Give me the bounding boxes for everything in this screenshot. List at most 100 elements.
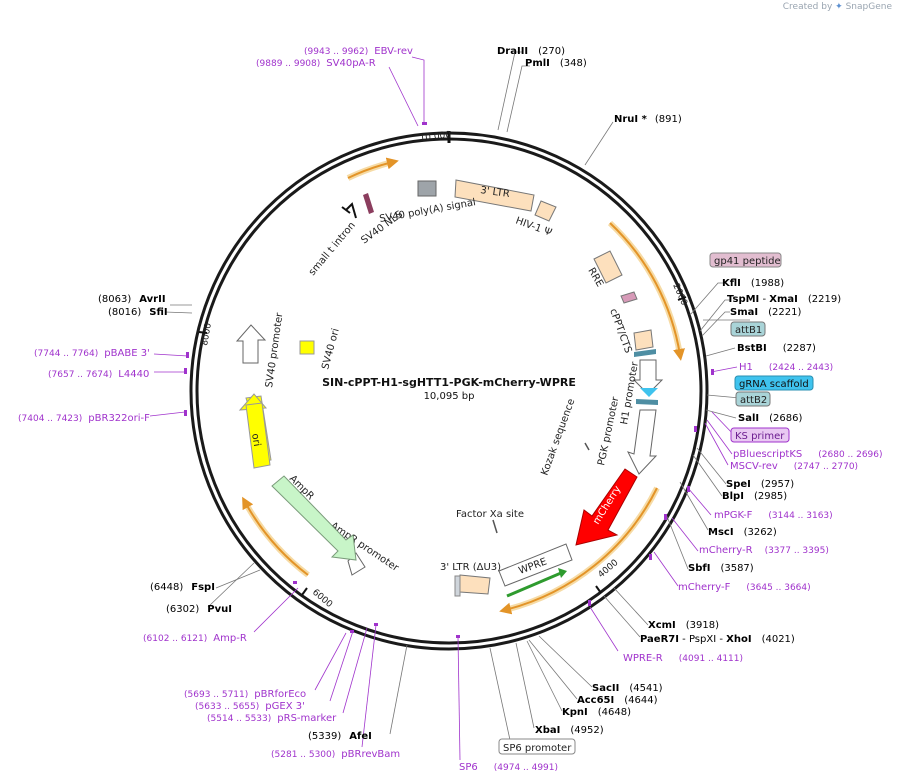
feature-sv40-nls[interactable] [363, 193, 374, 214]
feature-gp41[interactable] [620, 291, 638, 304]
enzyme-xbai[interactable]: XbaI(4952) [535, 725, 604, 736]
box-gp41 [709, 252, 782, 268]
primer-wpre-r[interactable]: WPRE-R(4091 .. 4111) [623, 653, 743, 664]
enzyme-sbfi[interactable]: SbfI(3587) [688, 563, 754, 574]
label-small-t-intron: small t intron [307, 220, 358, 278]
enzyme-blpi[interactable]: BlpI(2985) [722, 491, 787, 502]
tick-2000 [677, 296, 687, 301]
tick-4000 [595, 585, 602, 594]
enzyme-kfli[interactable]: KflI(1988) [722, 278, 784, 289]
feature-ampr[interactable] [271, 475, 357, 561]
enzyme-smai[interactable]: SmaI(2221) [730, 307, 801, 318]
primer-mcherry-r[interactable]: mCherry-R(3377 .. 3395) [699, 545, 829, 556]
plasmid-size: 10,095 bp [424, 391, 475, 402]
label-factor-xa: Factor Xa site [456, 509, 524, 520]
enzyme-avrii[interactable]: (8063)AvrII [98, 294, 166, 305]
feature-sv40-ori[interactable] [299, 340, 315, 355]
feature-wpre[interactable] [498, 543, 573, 587]
tick-8000 [198, 331, 208, 334]
label-cppt: cPPT/CTS [607, 307, 633, 354]
enzyme-paer7i[interactable]: PaeR7I - PspXI - XhoI(4021) [640, 634, 795, 645]
label-sv40-ori: SV40 ori [320, 327, 342, 371]
primer-sv40pa-r[interactable]: (9889 .. 9908)SV40pA-R [256, 58, 376, 69]
enzyme-acc65i[interactable]: Acc65I(4644) [577, 695, 658, 706]
enzyme-pmli[interactable]: PmlI(348) [525, 58, 587, 69]
scale-10000: 10,000 [419, 130, 452, 144]
feature-grna-scaffold[interactable] [640, 388, 658, 397]
feature-hiv-psi[interactable] [534, 200, 557, 222]
primer-pbluescriptks[interactable]: pBluescriptKS(2680 .. 2696) [733, 449, 883, 460]
scale-8000: 8000 [200, 322, 214, 347]
primer-prs-marker[interactable]: (5514 .. 5533)pRS-marker [207, 713, 337, 724]
enzyme-fspi[interactable]: (6448)FspI [150, 582, 215, 593]
label-ks-primer[interactable]: KS primer [735, 431, 785, 442]
orf-arc-bottom-right-line [499, 487, 658, 615]
primer-mcherry-f[interactable]: mCherry-F(3645 .. 3664) [678, 582, 811, 593]
feature-ori[interactable] [245, 402, 271, 469]
orf-arc-top-line [347, 157, 399, 179]
feature-wpre-arrow [506, 571, 562, 598]
primer-ebv-rev[interactable]: (9943 .. 9962)EBV-rev [304, 46, 413, 57]
tick-6000 [301, 587, 308, 596]
primer-labels: (9943 .. 9962)EBV-rev (9889 .. 9908)SV40… [18, 46, 883, 773]
primer-pbrrevbam[interactable]: (5281 .. 5300)pBRrevBam [271, 749, 400, 760]
enzyme-bstbi[interactable]: BstBI(2287) [737, 343, 816, 354]
credit-prefix: Created by [782, 2, 833, 12]
label-3ltr-du3: 3' LTR (ΔU3) [440, 562, 501, 573]
label-sp6-promoter[interactable]: SP6 promoter [503, 743, 572, 754]
feature-3ltr[interactable] [454, 179, 535, 212]
label-ori: ori [249, 433, 262, 448]
enzyme-sacii[interactable]: SacII(4541) [592, 683, 663, 694]
box-ks-primer [730, 427, 790, 443]
feature-wpre-arrowhead [558, 568, 567, 578]
primer-l4440[interactable]: (7657 .. 7674)L4440 [48, 369, 149, 380]
label-kozak: Kozak sequence [539, 397, 577, 477]
enzyme-labels: DraIII(270) PmlI(348) NruI *(891) KflI(1… [98, 46, 841, 742]
feature-sv40-polya[interactable] [417, 180, 437, 197]
feature-factor-xa[interactable] [492, 519, 498, 534]
primer-mscv-rev[interactable]: MSCV-rev(2747 .. 2770) [730, 461, 858, 472]
enzyme-msci[interactable]: MscI(3262) [708, 527, 777, 538]
feature-kozak[interactable] [584, 442, 590, 451]
enzyme-draiii[interactable]: DraIII(270) [497, 46, 565, 57]
primer-sp6[interactable]: SP6(4974 .. 4991) [459, 762, 558, 773]
label-gp41[interactable]: gp41 peptide [714, 256, 781, 267]
enzyme-pvui[interactable]: (6302)PvuI [166, 604, 232, 615]
primer-amp-r[interactable]: (6102 .. 6121)Amp-R [143, 633, 247, 644]
label-h1-promoter: H1 promoter [619, 360, 641, 425]
label-attb2[interactable]: attB2 [740, 395, 767, 406]
primer-pbrforeco[interactable]: (5693 .. 5711)pBRforEco [184, 689, 306, 700]
scale-6000: 6000 [310, 588, 334, 611]
primer-marks [184, 122, 714, 638]
enzyme-xcmi[interactable]: XcmI(3918) [648, 620, 719, 631]
feature-attb1[interactable] [634, 349, 656, 357]
enzyme-tspmi-xmai[interactable]: TspMI - XmaI(2219) [727, 294, 841, 305]
feature-sv40-promoter[interactable] [235, 324, 267, 364]
enzyme-spei[interactable]: SpeI(2957) [726, 479, 794, 490]
label-attb1[interactable]: attB1 [735, 325, 762, 336]
primer-mpgk-f[interactable]: mPGK-F(3144 .. 3163) [714, 510, 833, 521]
feature-h1-promoter[interactable] [632, 359, 664, 395]
feature-attb2[interactable] [636, 399, 658, 405]
enzyme-nrui[interactable]: NruI *(891) [614, 114, 682, 125]
feature-pgk-promoter[interactable] [627, 409, 658, 475]
primer-pbabe3[interactable]: (7744 .. 7764)pBABE 3' [34, 348, 150, 359]
enzyme-sali[interactable]: SalI(2686) [738, 413, 802, 424]
enzyme-sfii[interactable]: (8016)SfiI [108, 307, 168, 318]
feature-3ltr-du3[interactable] [459, 574, 491, 595]
feature-rre[interactable] [593, 250, 623, 284]
primer-pgex3[interactable]: (5633 .. 5655)pGEX 3' [195, 701, 305, 712]
enzyme-kpni[interactable]: KpnI(4648) [562, 707, 631, 718]
box-sp6-promoter [498, 738, 576, 755]
primer-h1[interactable]: H1(2424 .. 2443) [739, 362, 833, 373]
feature-cppt[interactable] [633, 329, 654, 351]
primer-pbr322ori-f[interactable]: (7404 .. 7423)pBR322ori-F [18, 413, 150, 424]
orf-arc-bottom-left-line [242, 496, 309, 576]
boxed-labels: gp41 peptide attB1 gRNA scaffold attB2 K… [498, 252, 814, 755]
credit-brand: SnapGene [845, 2, 892, 12]
feature-small-t-intron[interactable] [341, 202, 357, 219]
enzyme-leaders [164, 51, 750, 741]
enzyme-afei[interactable]: (5339)AfeI [308, 731, 372, 742]
label-grna-scaffold[interactable]: gRNA scaffold [739, 379, 809, 390]
feature-mcherry[interactable] [575, 468, 638, 546]
